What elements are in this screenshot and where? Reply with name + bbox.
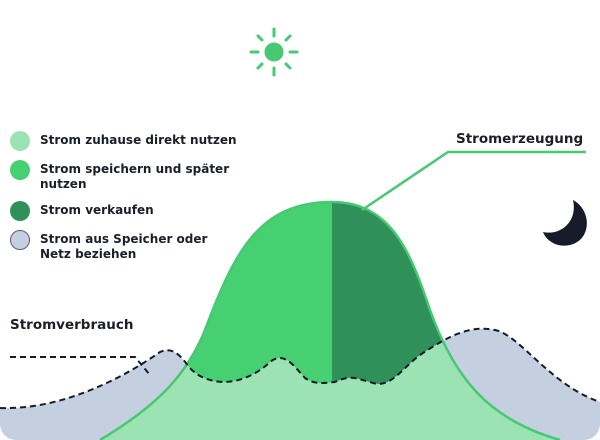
legend-label: Strom verkaufen [40, 203, 154, 217]
legend-label: Strom zuhause direkt nutzen [40, 133, 237, 147]
legend-item-direct-use: Strom zuhause direkt nutzen [10, 131, 270, 151]
legend-item-sell: Strom verkaufen [10, 201, 270, 221]
consumption-label: Stromverbrauch [10, 317, 134, 333]
consumption-curve [0, 327, 600, 410]
legend-swatch [10, 230, 30, 250]
moon-icon [543, 200, 587, 246]
legend-item-store: Strom speichern und später nutzen [10, 160, 270, 192]
generation-curve [99, 200, 561, 440]
generation-leader [361, 150, 586, 212]
legend: Strom zuhause direkt nutzen Strom speich… [10, 131, 270, 271]
legend-swatch [10, 160, 30, 180]
generation-label: Stromerzeugung [456, 131, 584, 147]
legend-item-grid: Strom aus Speicher oder Netz beziehen [10, 230, 270, 262]
legend-swatch [10, 131, 30, 151]
consumption-leader [10, 356, 151, 376]
legend-label: Strom aus Speicher oder Netz beziehen [40, 232, 208, 261]
sun-icon [249, 27, 299, 77]
legend-swatch [10, 201, 30, 221]
legend-label: Strom speichern und später nutzen [40, 162, 230, 191]
